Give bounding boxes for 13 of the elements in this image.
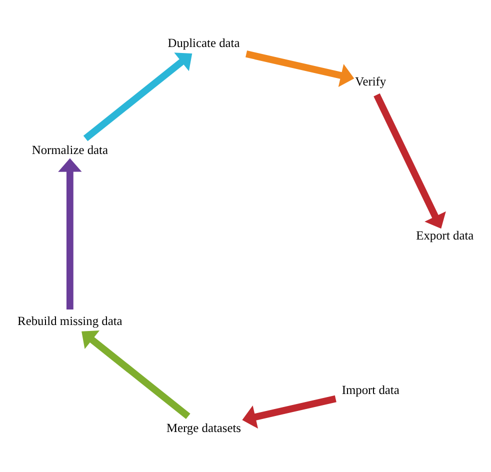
arrow — [58, 158, 82, 309]
arrow — [82, 330, 190, 419]
arrow — [374, 92, 446, 228]
node-text: Normalize data — [32, 142, 108, 156]
arrow — [242, 394, 336, 428]
node-text: Export data — [416, 228, 474, 242]
node-text: Rebuild missing data — [18, 314, 122, 328]
node-text: Verify — [355, 74, 386, 88]
node-text: Merge datasets — [166, 420, 242, 434]
node-text: Duplicate data — [168, 36, 240, 50]
arrow — [246, 50, 354, 87]
arrow — [83, 52, 192, 141]
node-text: Import data — [342, 382, 400, 396]
